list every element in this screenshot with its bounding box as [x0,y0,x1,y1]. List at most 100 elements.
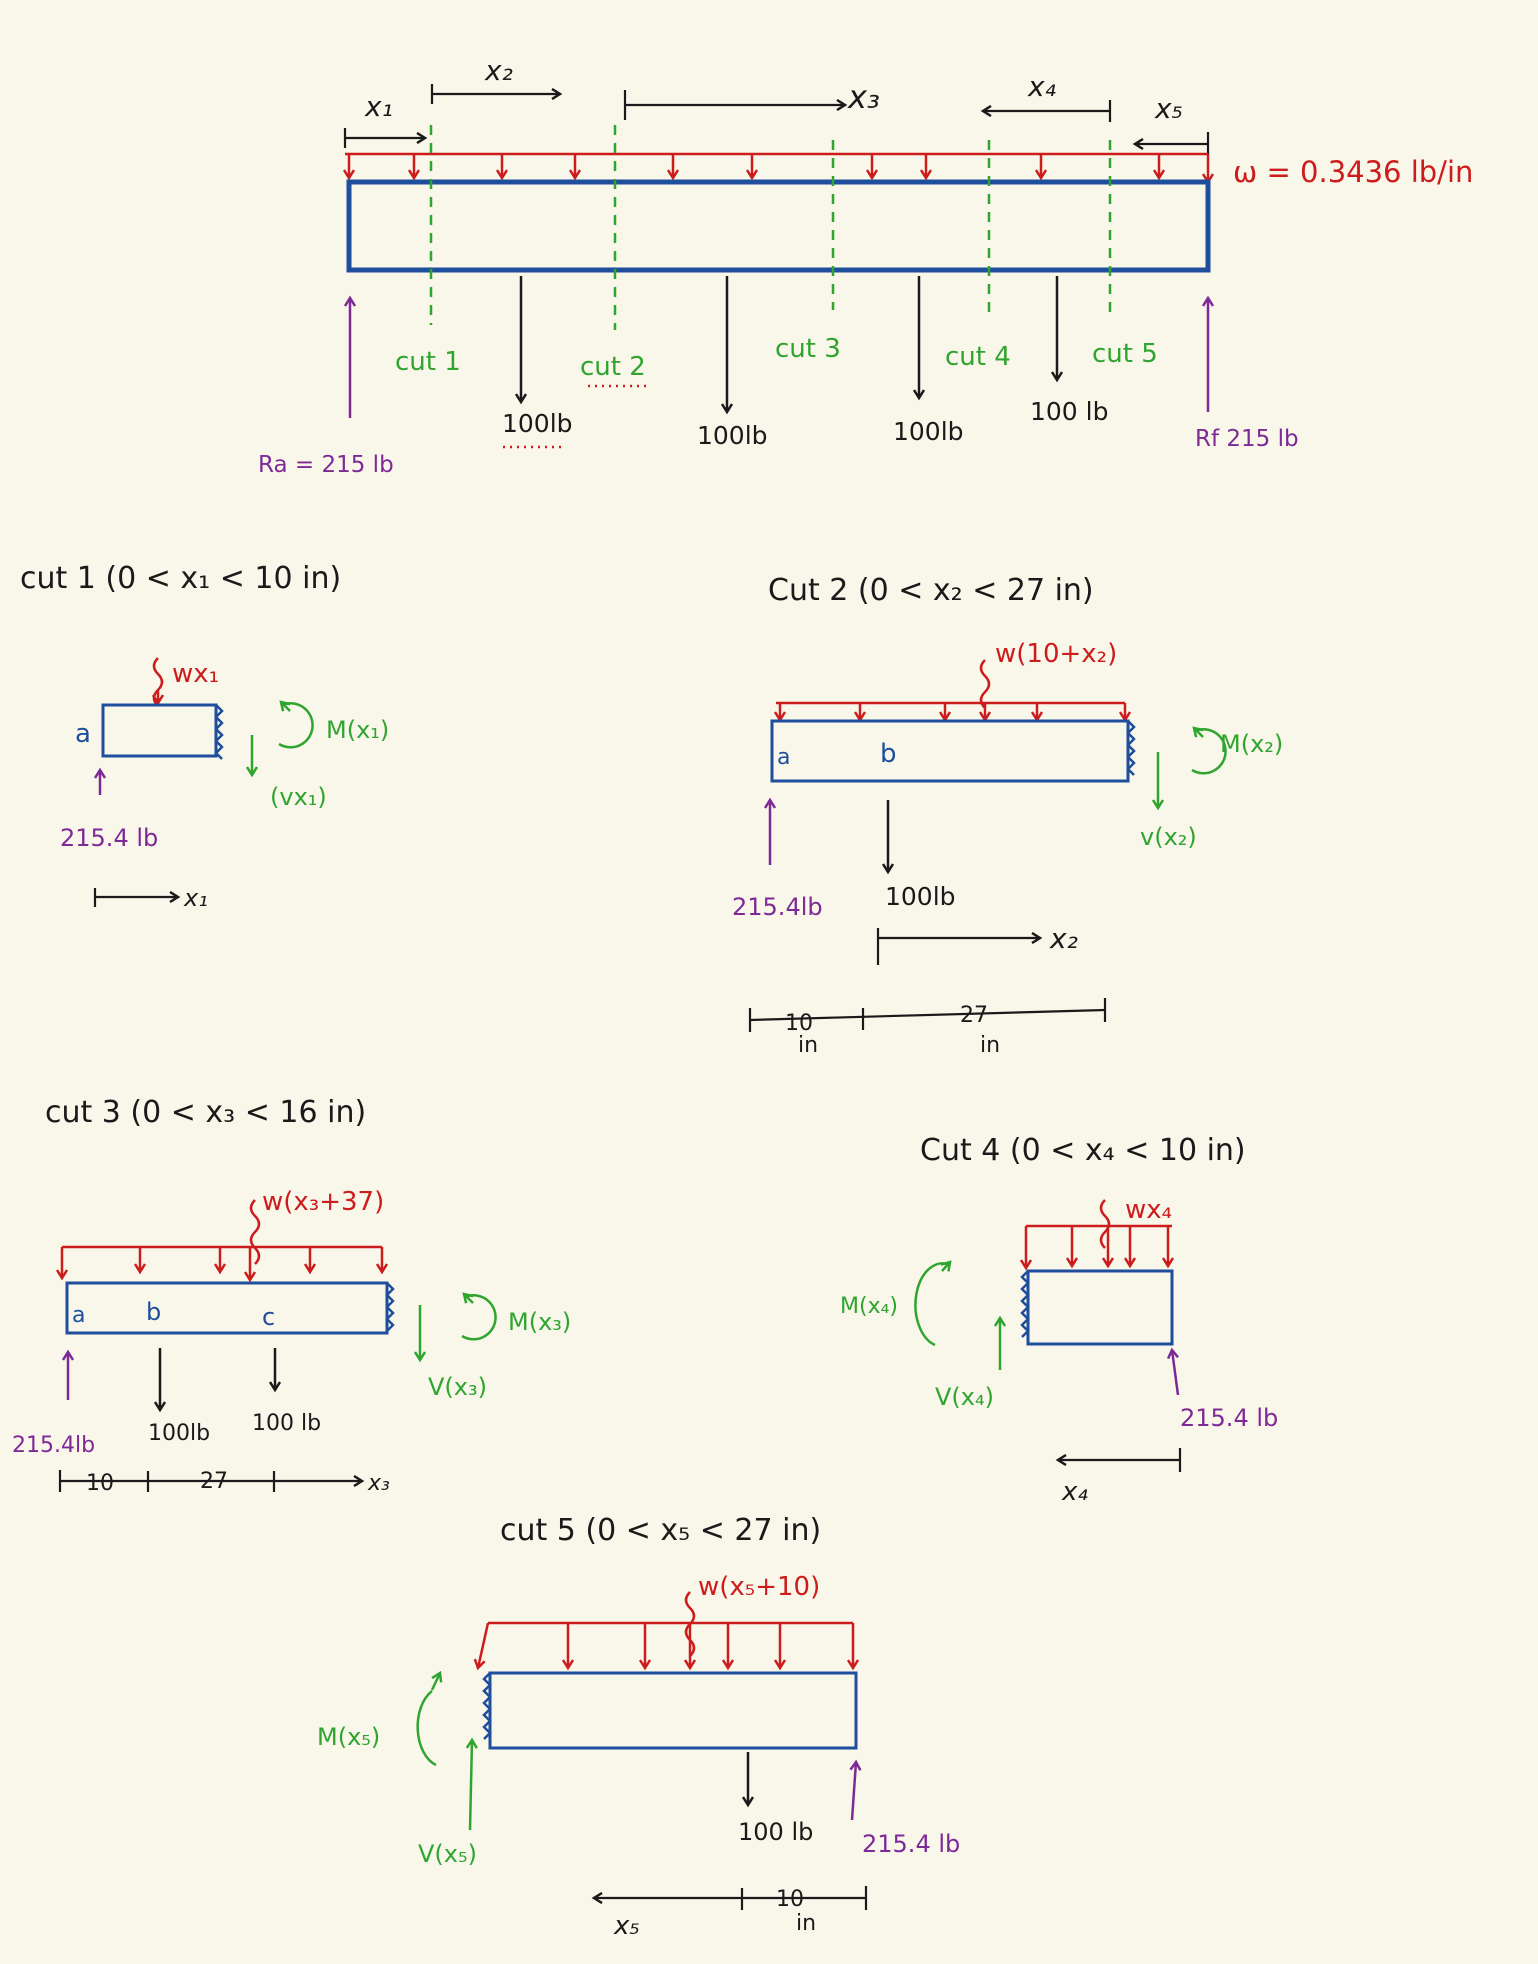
cut4-x-label: x₄ [1061,1477,1088,1507]
cut3-dim1-value: 10 [86,1471,114,1496]
load-intensity-label: ω = 0.3436 lb/in [1233,155,1473,189]
load-4-label: 100 lb [1030,397,1108,426]
cut2-x-label: x₂ [1049,922,1078,955]
cut3-shear-label: V(x₃) [428,1373,487,1401]
cut5-x-label: x₅ [613,1911,640,1941]
cut1-point-a: a [75,719,91,749]
load-3-label: 100lb [893,417,964,446]
cut5-resultant-label: w(x₅+10) [698,1572,820,1602]
cut2-distributed-load [776,701,1125,720]
cut4-marker: cut 4 [945,342,1011,372]
cut2-resultant-squiggle [979,659,991,709]
x4-label: x₄ [1027,70,1056,103]
cut4-shear-label: V(x₄) [935,1383,994,1411]
cut1-resultant-label: wx₁ [172,659,219,689]
cut4-segment [1026,1269,1174,1346]
cut5-distributed-load [478,1621,853,1668]
cut-lines [429,125,1112,330]
distributed-load [345,152,1208,182]
x1-label: x₁ [364,90,393,123]
cut2-title: Cut 2 (0 < x₂ < 27 in) [768,573,1094,608]
cut2-marker: cut 2 [580,352,646,382]
cut3-resultant-squiggle [249,1199,261,1265]
load-2-label: 100lb [697,421,768,450]
cut2-diagram: Cut 2 (0 < x₂ < 27 in) w(10+x₂) a b M(x₂… [732,573,1283,1058]
cut2-segment [770,719,1130,783]
cut1-title: cut 1 (0 < x₁ < 10 in) [20,561,341,596]
cut2-dimension-line [748,998,1107,1032]
cut2-shear-label: v(x₂) [1140,823,1197,851]
cut3-load-b-label: 100lb [148,1421,210,1446]
cut2-dim2-value: 27 [960,1003,988,1028]
cut5-dim-unit: in [796,1911,816,1936]
cut1-moment-arrow [278,702,314,749]
cut3-point-b: b [146,1298,161,1326]
cut5-shear-arrow [470,1740,472,1831]
cut4-cut-face [1020,1270,1030,1338]
cut2-resultant-label: w(10+x₂) [995,639,1117,669]
cut3-diagram: cut 3 (0 < x₃ < 16 in) w(x₃+37) a b c M(… [12,1095,571,1496]
cut1-segment [101,703,218,758]
cut2-dim1-value: 10 [785,1011,813,1036]
beam [346,179,1211,273]
cut1-x-label: x₁ [183,884,208,912]
cut1-shear-label: (vx₁) [270,783,327,811]
cut1-reaction-label: 215.4 lb [60,824,158,852]
reaction-f-label: Rf 215 lb [1195,426,1299,452]
cut2-reaction-label: 215.4lb [732,893,823,921]
cut2-moment-arrow [1191,728,1227,775]
cut4-diagram: Cut 4 (0 < x₄ < 10 in) wx₄ M(x₄) V(x₄) 2… [840,1133,1278,1507]
reactions [350,298,1208,418]
point-loads [521,276,1057,412]
cut2-point-b: b [880,739,897,769]
cut3-moment-label: M(x₃) [508,1308,571,1336]
cut5-reaction-label: 215.4 lb [862,1830,960,1858]
cut1-marker: cut 1 [395,347,461,377]
cut3-dimension-line [58,1470,362,1492]
cut3-dim2-value: 27 [200,1469,228,1494]
cut4-resultant-label: wx₄ [1125,1195,1172,1225]
cut4-reaction-label: 215.4 lb [1180,1404,1278,1432]
cut4-distributed-load [1026,1224,1172,1268]
cut2-point-load-label: 100lb [885,882,956,911]
cut2-moment-label: M(x₂) [1220,730,1283,758]
cut3-point-c: c [262,1303,275,1331]
cut5-point-load-label: 100 lb [738,1818,813,1846]
cut5-cut-face [482,1672,492,1740]
cut1-moment-label: M(x₁) [326,716,389,744]
cut4-reaction-arrow [1172,1350,1180,1396]
cut5-moment-arrow [416,1690,437,1767]
main-beam-diagram: x₁ x₂ x₃ x₄ x₅ ω = 0.3436 lb/in [258,54,1473,478]
cut2-dim1-unit: in [798,1033,818,1058]
cut3-title: cut 3 (0 < x₃ < 16 in) [45,1095,366,1130]
cut5-dim-value: 10 [776,1887,804,1912]
cut5-marker: cut 5 [1092,339,1158,369]
cut5-dimension-line [594,1886,868,1910]
cut5-shear-label: V(x₅) [418,1840,477,1868]
cut4-title: Cut 4 (0 < x₄ < 10 in) [920,1133,1246,1168]
cut3-reaction-label: 215.4lb [12,1433,95,1458]
cut3-cut-face [385,1282,395,1332]
reaction-a-label: Ra = 215 lb [258,452,394,478]
cut3-load-c-label: 100 lb [252,1411,321,1436]
cut4-moment-label: M(x₄) [840,1294,898,1319]
cut1-cut-face [214,704,224,760]
cut4-moment-arrow [914,1262,951,1347]
cut4-resultant-squiggle [1099,1199,1111,1249]
load-1-label: 100lb [502,409,573,438]
x5-label: x₅ [1154,92,1183,125]
cut3-point-a: a [72,1303,85,1328]
cut2-point-a: a [777,745,790,770]
cut5-diagram: cut 5 (0 < x₅ < 27 in) w(x₅+10) M(x₅) V(… [317,1513,960,1941]
cut3-distributed-load [62,1245,382,1280]
cut3-resultant-label: w(x₃+37) [262,1187,384,1217]
cut5-segment [488,1671,858,1750]
cut5-reaction-arrow [852,1762,856,1821]
cut1-diagram: cut 1 (0 < x₁ < 10 in) wx₁ a M(x₁) (vx₁)… [20,561,389,912]
x2-label: x₂ [484,54,513,87]
cut2-dim2-unit: in [980,1033,1000,1058]
cut3-marker: cut 3 [775,334,841,364]
cut2-cut-face [1126,720,1136,776]
cut5-moment-label: M(x₅) [317,1723,380,1751]
